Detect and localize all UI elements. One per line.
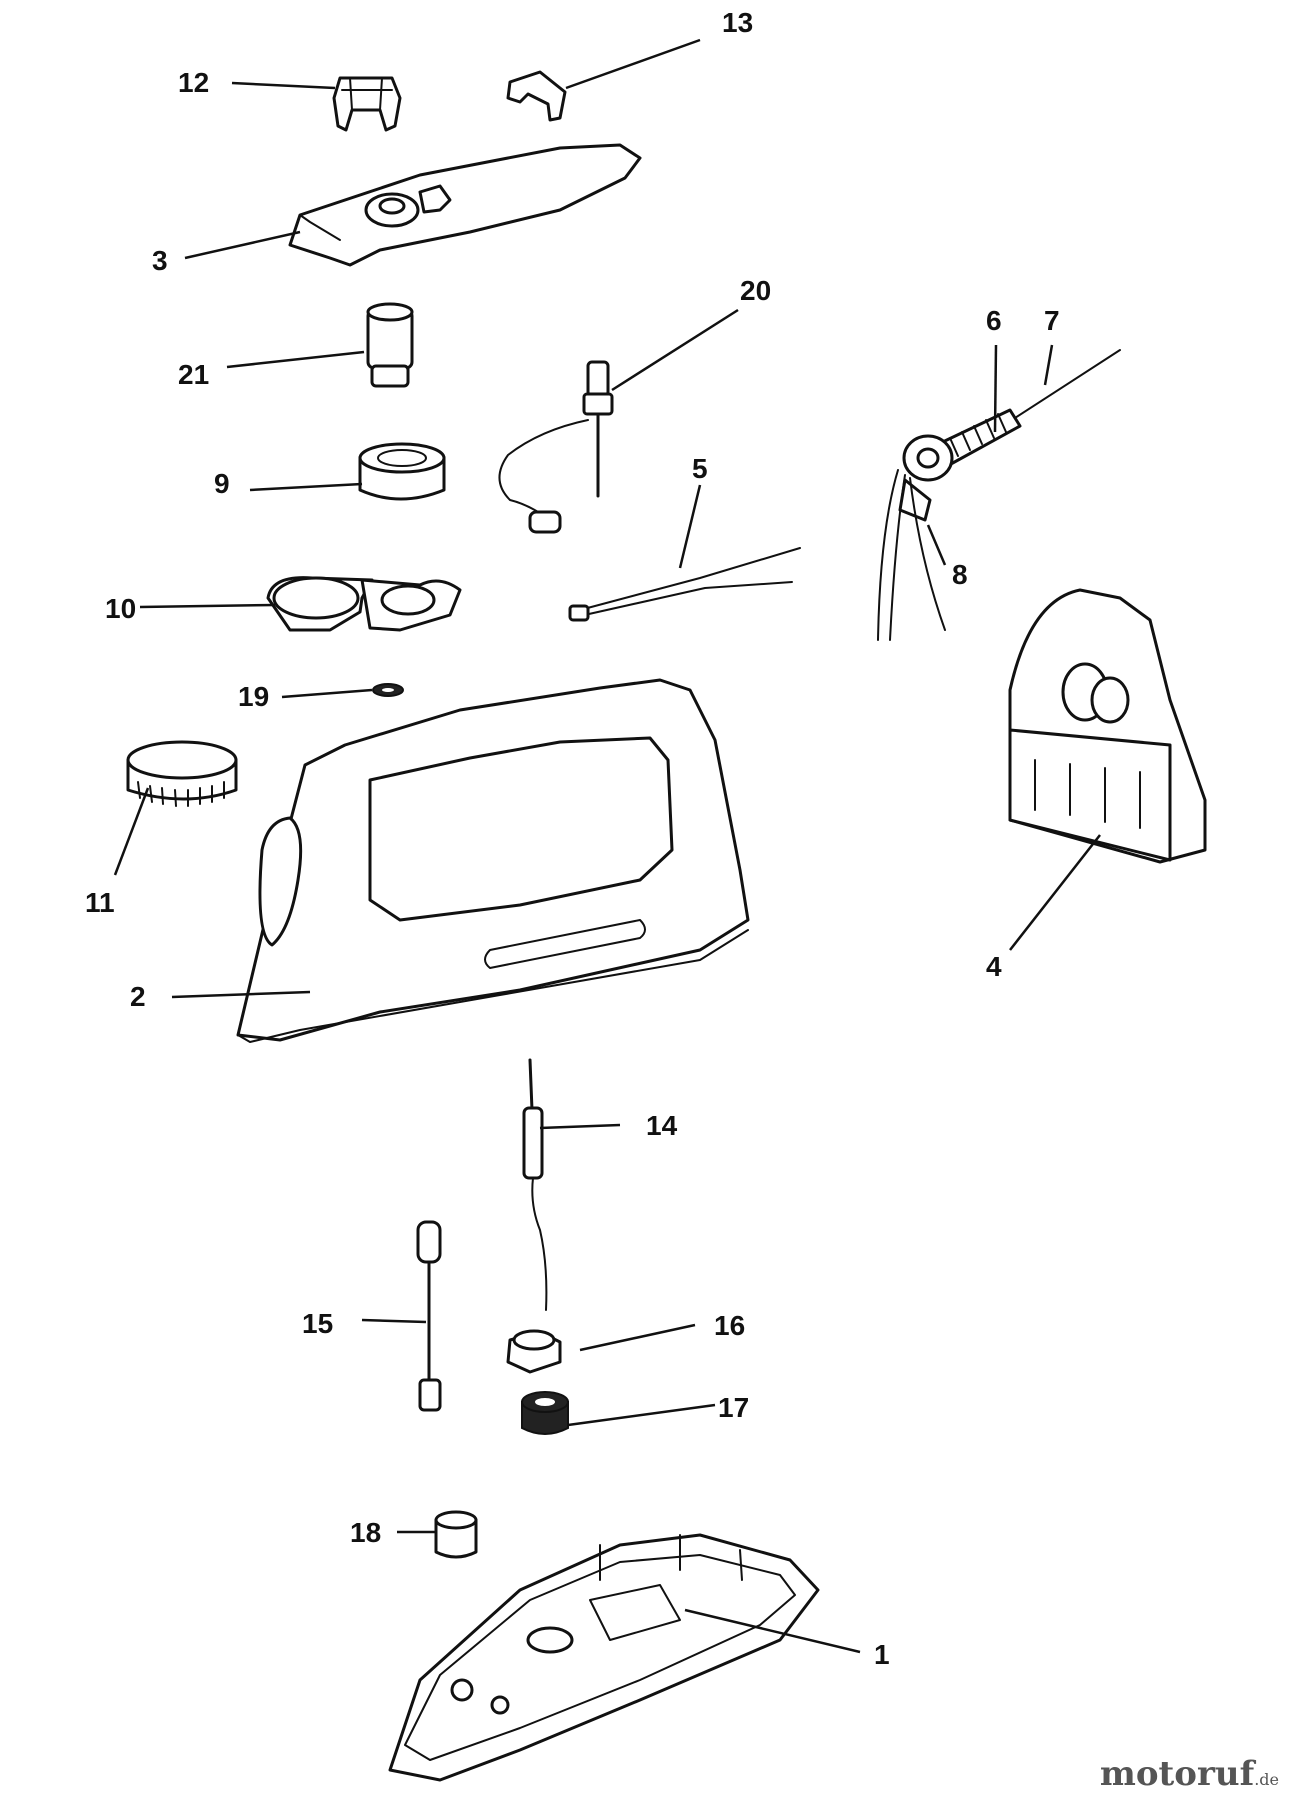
part-13-clip	[506, 70, 567, 122]
part-7-power-cord	[1014, 349, 1121, 419]
part-5-internal-wires	[568, 547, 801, 622]
watermark-tld: .de	[1254, 1770, 1279, 1789]
callout-6: 6	[986, 305, 1002, 336]
callout-17: 17	[718, 1392, 749, 1423]
callout-15: 15	[302, 1308, 333, 1339]
part-15-lever	[416, 1220, 442, 1412]
part-11-knob	[126, 740, 238, 807]
callout-2: 2	[130, 981, 146, 1012]
part-3-handle-cover	[288, 143, 642, 267]
leader-lines	[113, 38, 1101, 1654]
callout-12: 12	[178, 67, 209, 98]
part-8-cord-clamp	[877, 434, 954, 641]
callout-18: 18	[350, 1517, 381, 1548]
callout-7: 7	[1044, 305, 1060, 336]
part-19-washer	[372, 683, 404, 697]
callout-9: 9	[214, 468, 230, 499]
callout-10: 10	[105, 593, 136, 624]
part-4-heel-rest	[1008, 588, 1207, 864]
callout-19: 19	[238, 681, 269, 712]
callout-11: 11	[85, 887, 115, 918]
watermark-name: motoruf	[1099, 1754, 1255, 1794]
callout-8: 8	[952, 559, 968, 590]
part-1-soleplate	[388, 1533, 820, 1782]
part-17-gasket	[521, 1391, 569, 1435]
callout-20: 20	[740, 275, 771, 306]
part-9-ring	[358, 442, 446, 501]
part-18-bushing	[434, 1510, 478, 1559]
part-2-iron-body	[236, 678, 750, 1043]
callout-1: 1	[874, 1639, 890, 1670]
callout-16: 16	[714, 1310, 745, 1341]
part-20-thermostat	[498, 360, 614, 534]
callout-4: 4	[986, 951, 1002, 982]
part-10-selector-plate	[266, 576, 462, 632]
part-12-cap	[332, 76, 402, 132]
callout-3: 3	[152, 245, 168, 276]
callout-labels: 1 2 3 4 5 6 7 8 9 10 11 12 13 14 15 16 1…	[85, 7, 1060, 1670]
callout-21: 21	[178, 359, 209, 390]
part-14-thermostat-rod	[522, 1058, 548, 1311]
part-16-fitting	[506, 1329, 562, 1374]
callout-5: 5	[692, 453, 708, 484]
watermark-logo: motoruf.de	[1100, 1754, 1279, 1794]
callout-14: 14	[646, 1110, 678, 1141]
callout-13: 13	[722, 7, 753, 38]
part-21-cylinder	[366, 302, 414, 388]
